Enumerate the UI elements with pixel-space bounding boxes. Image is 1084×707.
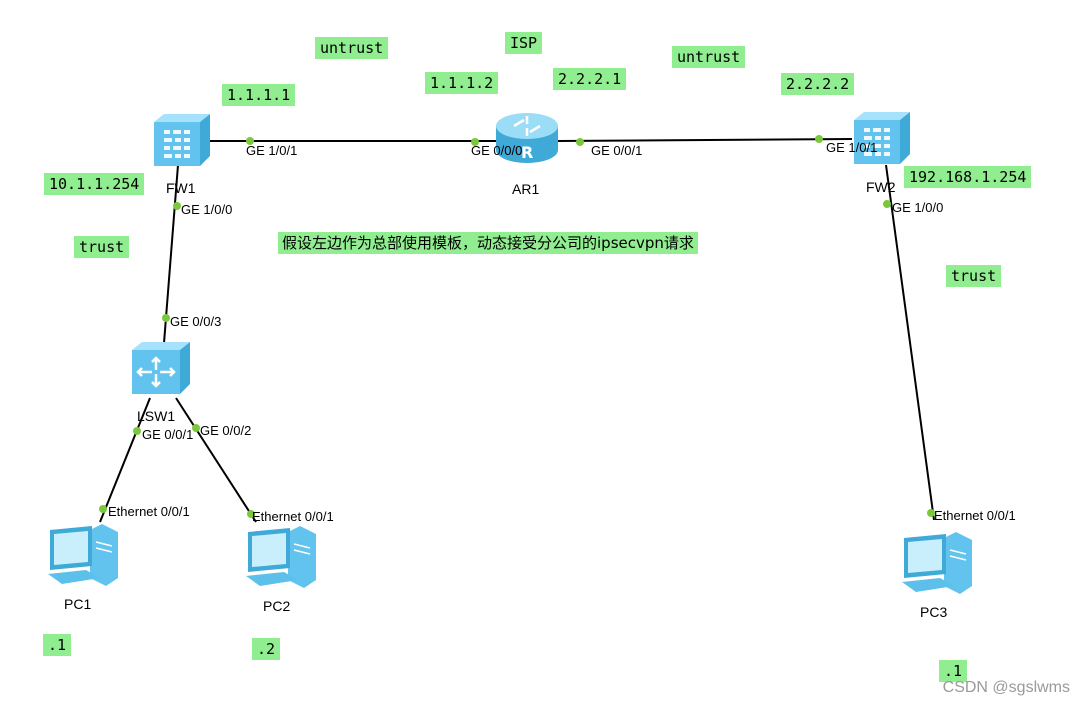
ip-label-fw2-out: 2.2.2.2 (781, 73, 855, 95)
ip-label-pc1: .1 (43, 634, 72, 656)
port-label-fw2-ge100: GE 1/0/0 (892, 200, 944, 215)
pc1-name: PC1 (64, 596, 92, 612)
port-label-ar1-ge000: GE 0/0/0 (471, 143, 523, 158)
zone-label-right-untrust: untrust (672, 46, 746, 68)
port-dot (927, 509, 935, 517)
zone-label-left-untrust: untrust (315, 37, 389, 59)
ip-label-pc2: .2 (252, 638, 281, 660)
zone-label-isp: ISP (505, 32, 543, 54)
fw1-device[interactable] (150, 112, 212, 168)
port-label-pc3-eth: Ethernet 0/0/1 (934, 508, 1016, 523)
lsw1-device[interactable] (128, 340, 192, 396)
link-lsw1-pc1[interactable] (99, 397, 151, 523)
pc-icon (48, 524, 118, 586)
fw2-name: FW2 (866, 179, 896, 195)
port-dot (247, 510, 255, 518)
ip-label-fw2-in: 192.168.1.254 (904, 166, 1032, 188)
port-label-lsw1-ge002: GE 0/0/2 (200, 423, 252, 438)
watermark: CSDN @sgslwms (942, 679, 1070, 696)
ip-label-ar1-left: 1.1.1.2 (425, 72, 499, 94)
port-dot (471, 138, 479, 146)
zone-label-left-trust: trust (74, 236, 130, 258)
pc2-device[interactable] (242, 524, 318, 594)
port-dot (162, 314, 170, 322)
firewall-icon (854, 112, 910, 164)
port-label-lsw1-ge001: GE 0/0/1 (142, 427, 194, 442)
lsw1-name: LSW1 (137, 408, 176, 424)
port-dot (192, 424, 200, 432)
pc2-name: PC2 (263, 598, 291, 614)
pc1-device[interactable] (44, 522, 120, 592)
port-label-fw1-ge101: GE 1/0/1 (246, 143, 298, 158)
port-dot (133, 427, 141, 435)
ip-label-pc3: .1 (939, 660, 968, 682)
port-label-fw1-ge100: GE 1/0/0 (181, 202, 233, 217)
link-fw1-lsw1[interactable] (163, 164, 179, 344)
fw1-name: FW1 (166, 180, 196, 196)
switch-icon (132, 342, 190, 394)
ip-label-ar1-right: 2.2.2.1 (553, 68, 627, 90)
ip-label-fw1-in: 10.1.1.254 (44, 173, 145, 195)
link-fw2-pc3[interactable] (885, 164, 935, 521)
ip-label-fw1-out: 1.1.1.1 (222, 84, 296, 106)
description-note: 假设左边作为总部使用模板，动态接受分公司的ipsecvpn请求 (278, 232, 698, 254)
port-label-pc1-eth: Ethernet 0/0/1 (108, 504, 190, 519)
svg-text:R: R (521, 143, 533, 162)
fw2-device[interactable] (850, 110, 912, 166)
firewall-icon (154, 114, 210, 166)
pc-icon (902, 532, 972, 594)
port-dot (883, 200, 891, 208)
link-lsw1-pc2[interactable] (175, 397, 257, 523)
port-dot (246, 137, 254, 145)
port-label-lsw1-ge003: GE 0/0/3 (170, 314, 222, 329)
pc3-name: PC3 (920, 604, 948, 620)
port-label-ar1-ge001: GE 0/0/1 (591, 143, 643, 158)
port-label-pc2-eth: Ethernet 0/0/1 (252, 509, 334, 524)
port-dot (576, 138, 584, 146)
port-dot (99, 505, 107, 513)
port-dot (173, 202, 181, 210)
ar1-name: AR1 (512, 181, 540, 197)
port-dot (815, 135, 823, 143)
pc3-device[interactable] (898, 530, 974, 600)
ar1-device[interactable]: R (494, 106, 560, 166)
router-icon: R (496, 113, 558, 163)
link-ar1-fw2[interactable] (557, 138, 853, 142)
zone-label-right-trust: trust (946, 265, 1002, 287)
port-label-fw2-ge101: GE 1/0/1 (826, 140, 878, 155)
pc-icon (246, 526, 316, 588)
